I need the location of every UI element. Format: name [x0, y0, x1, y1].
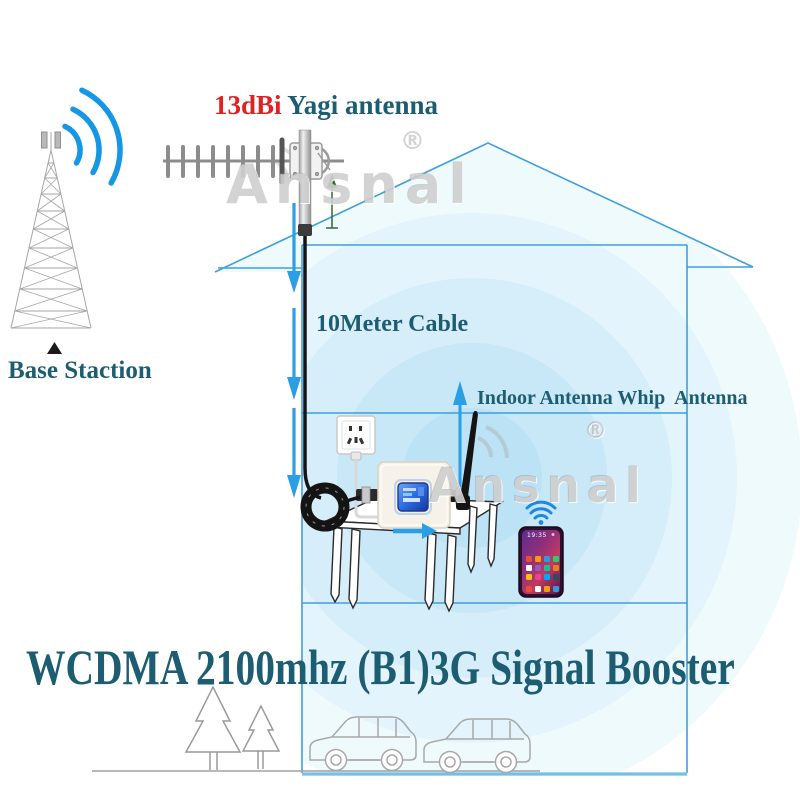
yagi-gain-value: 13dBi — [214, 90, 282, 120]
registered-mark-icon: ® — [584, 418, 607, 444]
coax-cable — [303, 236, 322, 500]
uplink-arrow-icon — [453, 381, 467, 487]
car-icon — [309, 716, 417, 772]
watermark-brand: Ansnal — [428, 458, 647, 514]
cable-coil — [300, 482, 361, 532]
signal-arcs-icon — [62, 87, 123, 186]
yagi-antenna-label: 13dBi Yagi antenna — [214, 92, 438, 119]
power-outlet — [336, 415, 380, 519]
triangle-up-icon — [47, 342, 62, 354]
base-station-tower-icon — [10, 131, 92, 329]
wifi-icon — [525, 500, 557, 525]
smartphone — [518, 526, 564, 598]
table-arrow-icon — [393, 523, 437, 539]
car-icon — [423, 718, 531, 774]
device-screen — [394, 479, 432, 515]
registered-mark-icon: ® — [400, 126, 425, 155]
pine-trees-icon — [184, 685, 281, 770]
indoor-antenna-label: Indoor Antenna Whip Antenna — [477, 387, 748, 409]
base-station-label: Base Staction — [8, 357, 152, 384]
power-cable — [354, 460, 380, 519]
phone-clock: 19:35 — [527, 532, 547, 539]
dimension-arrow-icon — [326, 173, 338, 229]
product-title: WCDMA 2100mhz (B1)3G Signal Booster — [26, 639, 735, 695]
yagi-name: Yagi antenna — [281, 90, 439, 120]
coverage-rings — [215, 148, 800, 776]
phone-app-icons — [526, 556, 559, 592]
whip-antenna-icon — [456, 411, 478, 510]
downlink-arrows-icon — [287, 203, 301, 498]
yagi-antenna-icon — [163, 129, 344, 236]
cable-length-label: 10Meter Cable — [316, 311, 469, 337]
watermark-brand: Ansnal — [226, 153, 474, 216]
